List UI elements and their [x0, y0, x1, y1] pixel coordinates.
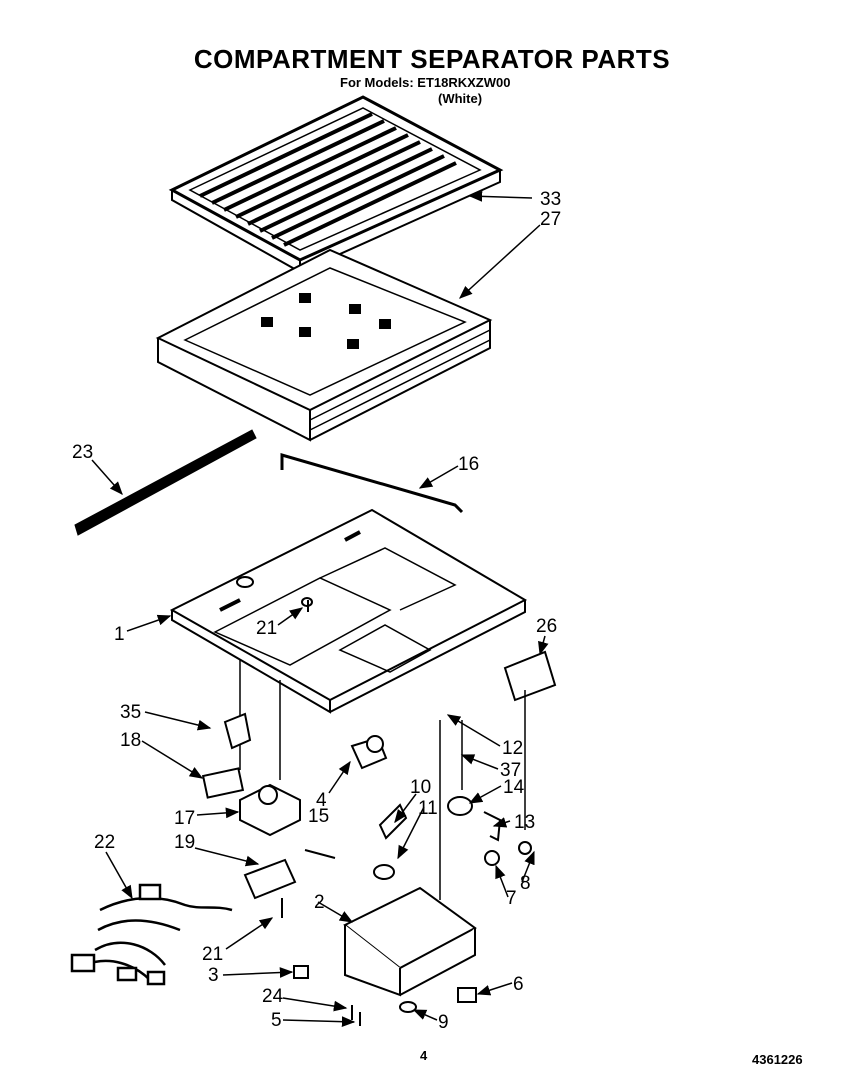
trim-strip-part — [74, 429, 257, 536]
callout-8: 8 — [520, 873, 531, 894]
callout-9: 9 — [438, 1012, 449, 1033]
callout-16: 16 — [458, 454, 479, 475]
callout-37: 37 — [500, 760, 521, 781]
control-bracket-part — [281, 600, 532, 1026]
callout-7: 7 — [506, 888, 517, 909]
callout-22: 22 — [94, 832, 115, 853]
callout-26: 26 — [536, 616, 557, 637]
callout-21b: 21 — [202, 944, 223, 965]
shelf-glass-part — [168, 95, 504, 274]
callout-5: 5 — [271, 1010, 282, 1031]
cover-part — [503, 650, 557, 702]
callout-2: 2 — [314, 892, 325, 913]
leader-arrows — [91, 190, 549, 1028]
callout-15: 15 — [308, 806, 329, 827]
page-number: 4 — [420, 1048, 428, 1063]
callout-1: 1 — [114, 624, 125, 645]
callout-11: 11 — [418, 798, 438, 819]
callout-13: 13 — [514, 812, 535, 833]
callout-3: 3 — [208, 965, 219, 986]
callout-17: 17 — [174, 808, 195, 829]
wire-part — [280, 453, 464, 514]
callout-12: 12 — [502, 738, 523, 759]
callout-27: 27 — [540, 209, 561, 230]
callout-23: 23 — [72, 442, 93, 463]
model-subtitle: For Models: ET18RKXZW00 — [340, 75, 511, 90]
callout-21a: 21 — [256, 618, 277, 639]
callout-18: 18 — [120, 730, 141, 751]
color-note: (White) — [438, 91, 483, 106]
diagram-title: COMPARTMENT SEPARATOR PARTS — [193, 44, 671, 74]
small-parts-center — [304, 735, 502, 880]
wiring-harness-part — [70, 883, 233, 986]
callout-14: 14 — [503, 777, 525, 798]
callout-35: 35 — [120, 702, 141, 723]
separator-frame-part — [155, 248, 493, 442]
document-code: 4361226 — [752, 1052, 803, 1067]
small-parts-left — [201, 712, 301, 900]
separator-base-part — [169, 508, 528, 714]
callout-4: 4 — [316, 790, 327, 811]
callout-6: 6 — [513, 974, 524, 995]
callout-19: 19 — [174, 832, 195, 853]
callout-33: 33 — [540, 189, 561, 210]
callout-24: 24 — [262, 986, 284, 1007]
callout-10: 10 — [410, 777, 431, 798]
